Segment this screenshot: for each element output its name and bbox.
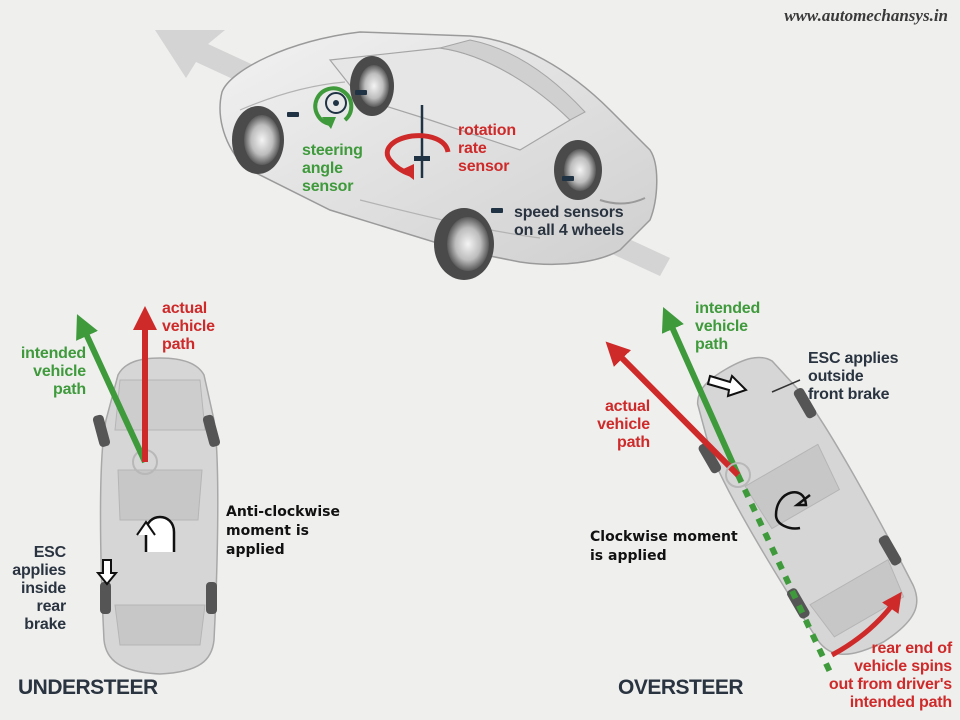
understeer-car <box>92 357 221 675</box>
oversteer-esc-label: ESC applies outside front brake <box>808 350 899 403</box>
oversteer-actual-path-label: actual vehicle path <box>597 398 650 451</box>
anticlockwise-moment-icon <box>136 515 176 552</box>
oversteer-intended-path-label: intended vehicle path <box>695 300 761 353</box>
oversteer-actual-path-arrow <box>605 341 741 478</box>
watermark: www.automechansys.in <box>784 6 948 25</box>
understeer-rear-brake-arrow <box>95 559 119 586</box>
speed-sensors-label: speed sensors on all 4 wheels <box>514 204 624 239</box>
steering-angle-sensor-icon <box>313 86 354 129</box>
top-car-illustration <box>219 31 658 280</box>
wheel-speed-sensor-markers <box>287 90 574 213</box>
oversteer-front-brake-arrow <box>706 374 748 398</box>
understeer-title: UNDERSTEER <box>18 676 158 699</box>
anticlockwise-moment-label: Anti-clockwise moment is applied <box>226 504 340 558</box>
understeer-intended-path-arrow <box>76 314 148 464</box>
understeer-intended-path-label: intended vehicle path <box>20 345 86 398</box>
rotation-rate-sensor-label: rotation rate sensor <box>458 122 516 175</box>
rear-spin-arrow <box>830 591 902 658</box>
understeer-actual-path-label: actual vehicle path <box>162 300 215 353</box>
understeer-esc-label: ESC applies inside rear brake <box>12 544 66 633</box>
oversteer-title: OVERSTEER <box>618 676 744 699</box>
rotation-rate-sensor-icon <box>384 105 451 180</box>
oversteer-intended-path-arrow <box>661 307 741 477</box>
rear-end-spin-label: rear end of vehicle spins out from drive… <box>828 640 952 711</box>
clockwise-moment-label: Clockwise moment is applied <box>590 529 738 564</box>
oversteer-intended-dotted-path <box>735 473 833 674</box>
clockwise-moment-icon <box>774 491 811 530</box>
steering-angle-sensor-label: steering angle sensor <box>302 142 363 195</box>
esc-front-brake-leader <box>771 379 801 393</box>
